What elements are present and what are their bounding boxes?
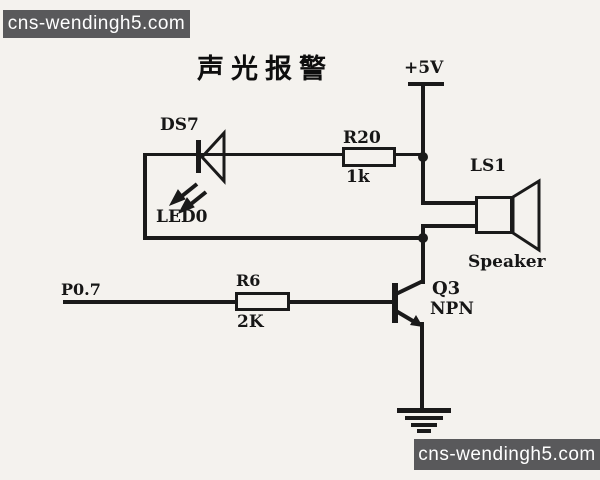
wire-supply-to-speaker bbox=[421, 156, 425, 205]
transistor-q3 bbox=[392, 279, 424, 327]
led-cathode-bar bbox=[196, 140, 201, 173]
led-name-label: LED0 bbox=[156, 207, 208, 227]
speaker-body bbox=[475, 196, 513, 234]
led-ref-label: DS7 bbox=[160, 115, 199, 135]
q3-ref-label: Q3 bbox=[432, 278, 461, 299]
wire-led-row bbox=[145, 153, 423, 156]
r20-value-label: 1k bbox=[346, 167, 370, 187]
watermark-bottom-right: cns-wendingh5.com bbox=[414, 439, 600, 470]
ground-bar-2 bbox=[405, 416, 443, 420]
wire-led-loop-left bbox=[143, 153, 147, 240]
watermark-text: cns-wendingh5.com bbox=[418, 443, 596, 465]
speaker-horn bbox=[511, 178, 541, 253]
wire-base-input bbox=[63, 300, 395, 304]
wire-speaker-bottom bbox=[421, 224, 478, 228]
ground-bar-1 bbox=[397, 408, 451, 413]
wire-power-vertical bbox=[421, 84, 425, 158]
speaker-ref-label: LS1 bbox=[470, 156, 507, 176]
watermark-top-left: cns-wendingh5.com bbox=[3, 10, 190, 38]
ground-bar-3 bbox=[411, 423, 437, 427]
power-label: +5V bbox=[404, 58, 444, 78]
resistor-r20-body bbox=[342, 147, 396, 167]
wire-collector-vertical bbox=[421, 224, 425, 284]
ground-bar-4 bbox=[417, 429, 431, 433]
wire-speaker-top bbox=[421, 201, 478, 205]
q3-emitter-lead bbox=[394, 309, 420, 326]
resistor-r6-body bbox=[235, 292, 290, 311]
r20-ref-label: R20 bbox=[343, 128, 381, 148]
q3-type-label: NPN bbox=[430, 299, 474, 319]
r6-ref-label: R6 bbox=[236, 271, 261, 290]
junction-dot-led-collector bbox=[418, 233, 428, 243]
schematic-title: 声光报警 bbox=[197, 54, 333, 85]
input-port-label: P0.7 bbox=[61, 280, 101, 299]
led-triangle bbox=[199, 129, 226, 185]
power-rail-bar bbox=[408, 82, 444, 86]
r6-value-label: 2K bbox=[237, 312, 264, 332]
q3-collector-lead bbox=[395, 279, 424, 296]
wire-led-loop-bottom bbox=[143, 236, 425, 240]
speaker-name-label: Speaker bbox=[468, 252, 546, 272]
wire-emitter-vertical bbox=[420, 322, 424, 410]
watermark-text: cns-wendingh5.com bbox=[7, 13, 186, 34]
